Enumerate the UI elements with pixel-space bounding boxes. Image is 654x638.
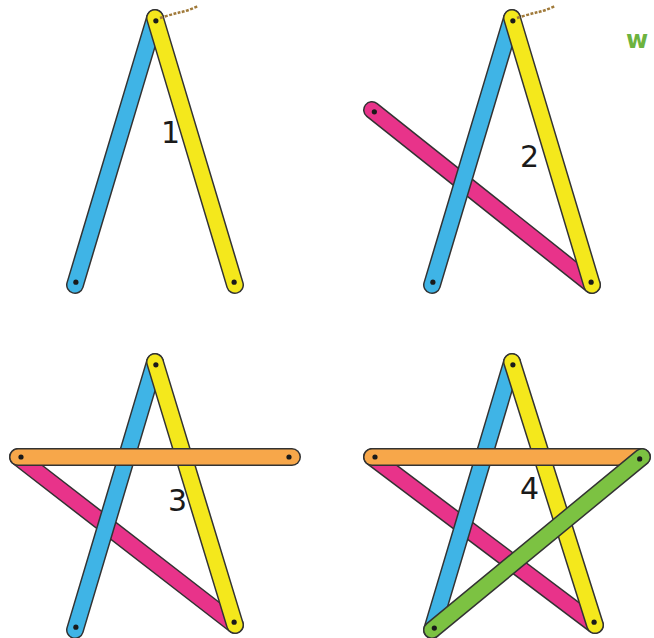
string [160, 6, 198, 18]
step-number: 4 [520, 474, 539, 504]
string [517, 6, 555, 18]
green-stick [432, 456, 643, 630]
orange-stick [372, 454, 642, 459]
heading-fragment: w [626, 28, 648, 52]
yellow-stick [153, 362, 236, 625]
step-number: 1 [161, 118, 180, 148]
step-number: 2 [520, 142, 539, 172]
yellow-stick [153, 18, 236, 285]
step-number: 3 [168, 486, 187, 516]
blue-stick [73, 18, 156, 285]
blue-stick [73, 362, 156, 630]
blue-stick [430, 18, 513, 285]
orange-stick [18, 454, 292, 459]
yellow-stick [510, 18, 593, 285]
